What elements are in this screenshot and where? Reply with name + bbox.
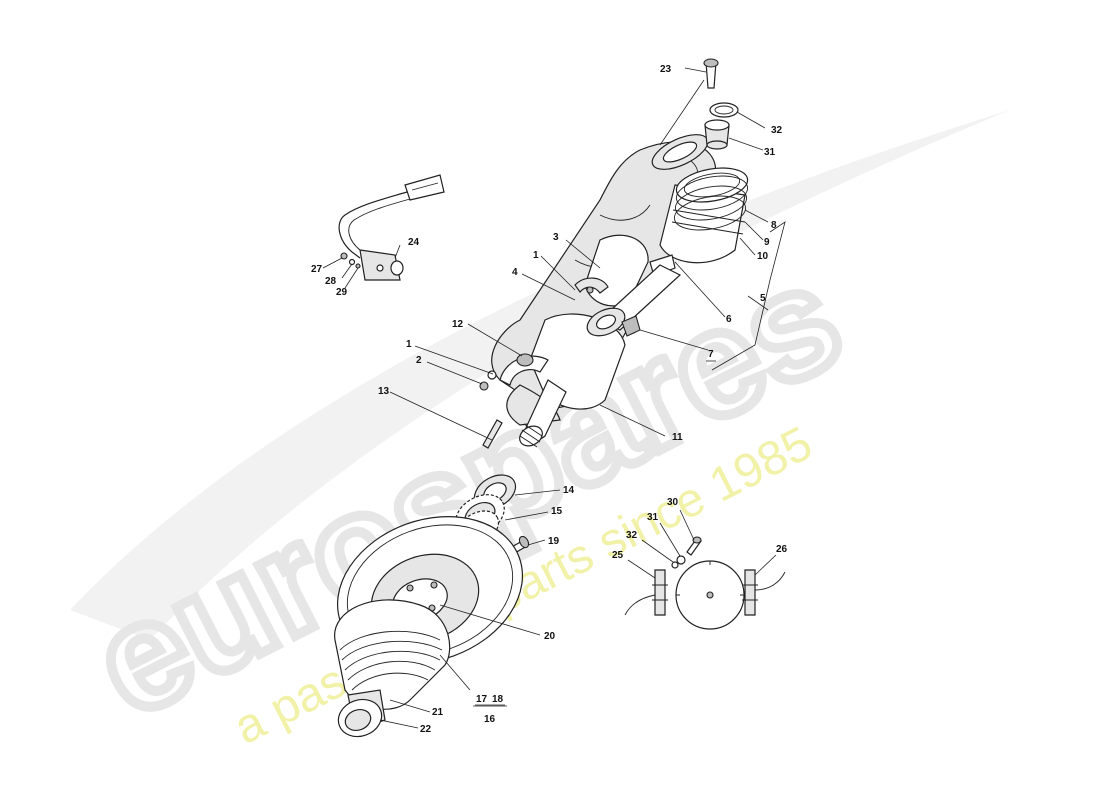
callout-3: 3 bbox=[553, 232, 559, 243]
callout-32-detail: 32 bbox=[626, 530, 638, 541]
callout-13: 13 bbox=[378, 386, 390, 397]
callout-10: 10 bbox=[757, 251, 769, 262]
callout-22: 22 bbox=[420, 724, 432, 735]
callout-27: 27 bbox=[311, 264, 323, 275]
callout-12: 12 bbox=[452, 319, 464, 330]
connecting-rod bbox=[574, 264, 682, 337]
main-bearing bbox=[479, 353, 549, 391]
callout-30: 30 bbox=[667, 497, 679, 508]
watermark-swoosh bbox=[70, 110, 1010, 640]
woodruff-key bbox=[482, 419, 503, 449]
bracket-25 bbox=[654, 569, 666, 616]
callout-31-top: 31 bbox=[764, 147, 776, 158]
callout-15: 15 bbox=[551, 506, 563, 517]
callout-26: 26 bbox=[776, 544, 788, 555]
callout-7: 7 bbox=[708, 349, 714, 360]
callout-17: 17 bbox=[476, 694, 488, 705]
callout-6: 6 bbox=[726, 314, 732, 325]
callout-28: 28 bbox=[325, 276, 337, 287]
bracket-26 bbox=[744, 569, 756, 616]
pulley-body bbox=[334, 599, 451, 710]
callout-1-lower: 1 bbox=[406, 339, 412, 350]
callout-18: 18 bbox=[492, 694, 504, 705]
callout-16: 16 bbox=[484, 714, 496, 725]
bearing-cap bbox=[499, 355, 549, 386]
callout-20: 20 bbox=[544, 631, 556, 642]
callout-29: 29 bbox=[336, 287, 348, 298]
dowel bbox=[479, 381, 489, 391]
callout-24: 24 bbox=[408, 237, 420, 248]
crank-sensor bbox=[338, 174, 445, 281]
pulse-ring-detail bbox=[624, 536, 786, 630]
callout-25: 25 bbox=[612, 550, 624, 561]
callout-9: 9 bbox=[764, 237, 770, 248]
callout-8: 8 bbox=[771, 220, 777, 231]
bush-32 bbox=[709, 102, 739, 118]
callout-32-top: 32 bbox=[771, 125, 783, 136]
sensor-connector bbox=[404, 174, 445, 201]
callout-21: 21 bbox=[432, 707, 444, 718]
callout-23: 23 bbox=[660, 64, 672, 75]
bushes-top bbox=[704, 102, 739, 150]
callout-5: 5 bbox=[760, 293, 766, 304]
leader-lines bbox=[322, 67, 786, 729]
callout-19: 19 bbox=[548, 536, 560, 547]
crankshaft-damper bbox=[334, 516, 524, 738]
callout-31-detail: 31 bbox=[647, 512, 659, 523]
callout-2: 2 bbox=[416, 355, 422, 366]
thrust-washer bbox=[516, 353, 534, 367]
bearing-shell-upper bbox=[574, 277, 609, 294]
callout-4: 4 bbox=[512, 267, 518, 278]
callout-1-upper: 1 bbox=[533, 250, 539, 261]
callout-11: 11 bbox=[672, 432, 683, 443]
piston-skirt bbox=[659, 184, 746, 264]
callout-14: 14 bbox=[563, 485, 575, 496]
callouts: 23 32 31 8 9 10 5 6 7 3 1 4 12 1 2 13 11… bbox=[311, 64, 788, 735]
